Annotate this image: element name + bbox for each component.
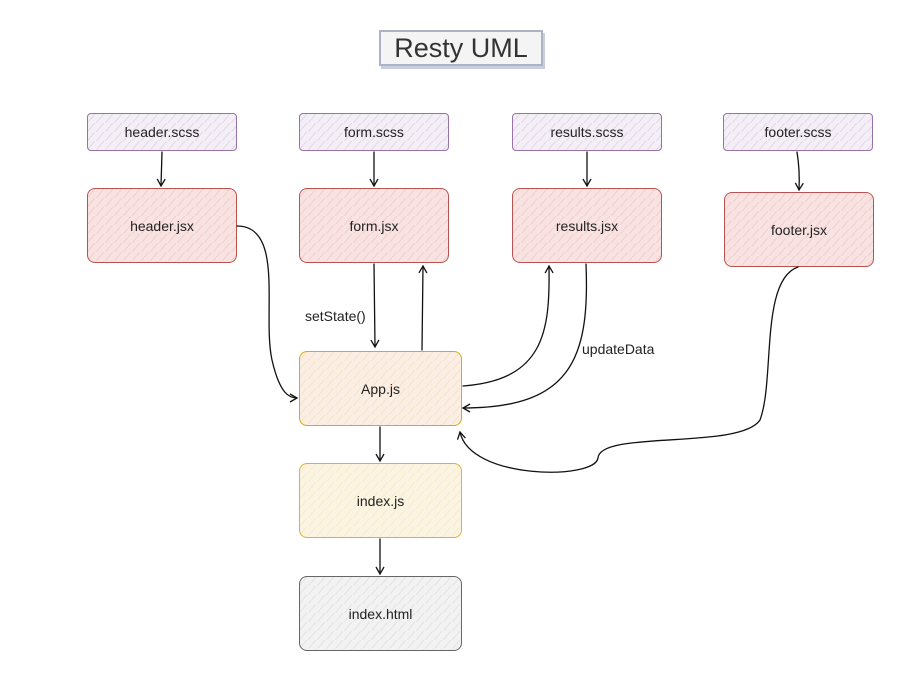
app-js-label: App.js <box>361 380 400 397</box>
results-jsx-node[interactable]: results.jsx <box>512 188 662 263</box>
index-js-label: index.js <box>356 492 405 509</box>
edge-results-to-app <box>461 263 588 413</box>
footer-jsx-node[interactable]: footer.jsx <box>724 192 874 267</box>
form-jsx-node[interactable]: form.jsx <box>299 188 449 263</box>
edge-footer-scss-to-jsx <box>794 151 804 192</box>
form-jsx-label: form.jsx <box>349 217 399 234</box>
edge-app-to-results <box>462 264 554 387</box>
edge-header-scss-to-jsx <box>156 151 166 188</box>
header-scss-label: header.scss <box>124 124 200 140</box>
index-html-label: index.html <box>348 605 413 622</box>
set-state-edge-label: setState() <box>305 308 366 324</box>
footer-jsx-label: footer.jsx <box>770 221 828 238</box>
diagram-title: Resty UML <box>379 30 543 66</box>
header-jsx-node[interactable]: header.jsx <box>87 188 237 263</box>
results-scss-node[interactable]: results.scss <box>512 113 662 151</box>
form-scss-label: form.scss <box>344 124 404 140</box>
form-scss-node[interactable]: form.scss <box>299 113 449 151</box>
results-scss-label: results.scss <box>550 124 624 140</box>
header-jsx-label: header.jsx <box>130 217 194 234</box>
edge-app-to-form <box>418 264 428 351</box>
footer-scss-label: footer.scss <box>764 124 832 140</box>
index-html-node[interactable]: index.html <box>299 576 462 651</box>
update-data-edge-label: updateData <box>582 341 655 357</box>
footer-scss-node[interactable]: footer.scss <box>723 113 873 151</box>
results-jsx-label: results.jsx <box>555 217 619 234</box>
edge-header-jsx-to-app <box>236 225 299 403</box>
app-js-node[interactable]: App.js <box>299 351 462 426</box>
header-scss-node[interactable]: header.scss <box>87 113 237 151</box>
edge-form-to-app <box>370 263 380 349</box>
edge-footer-to-app <box>456 266 799 473</box>
index-js-node[interactable]: index.js <box>299 463 462 538</box>
